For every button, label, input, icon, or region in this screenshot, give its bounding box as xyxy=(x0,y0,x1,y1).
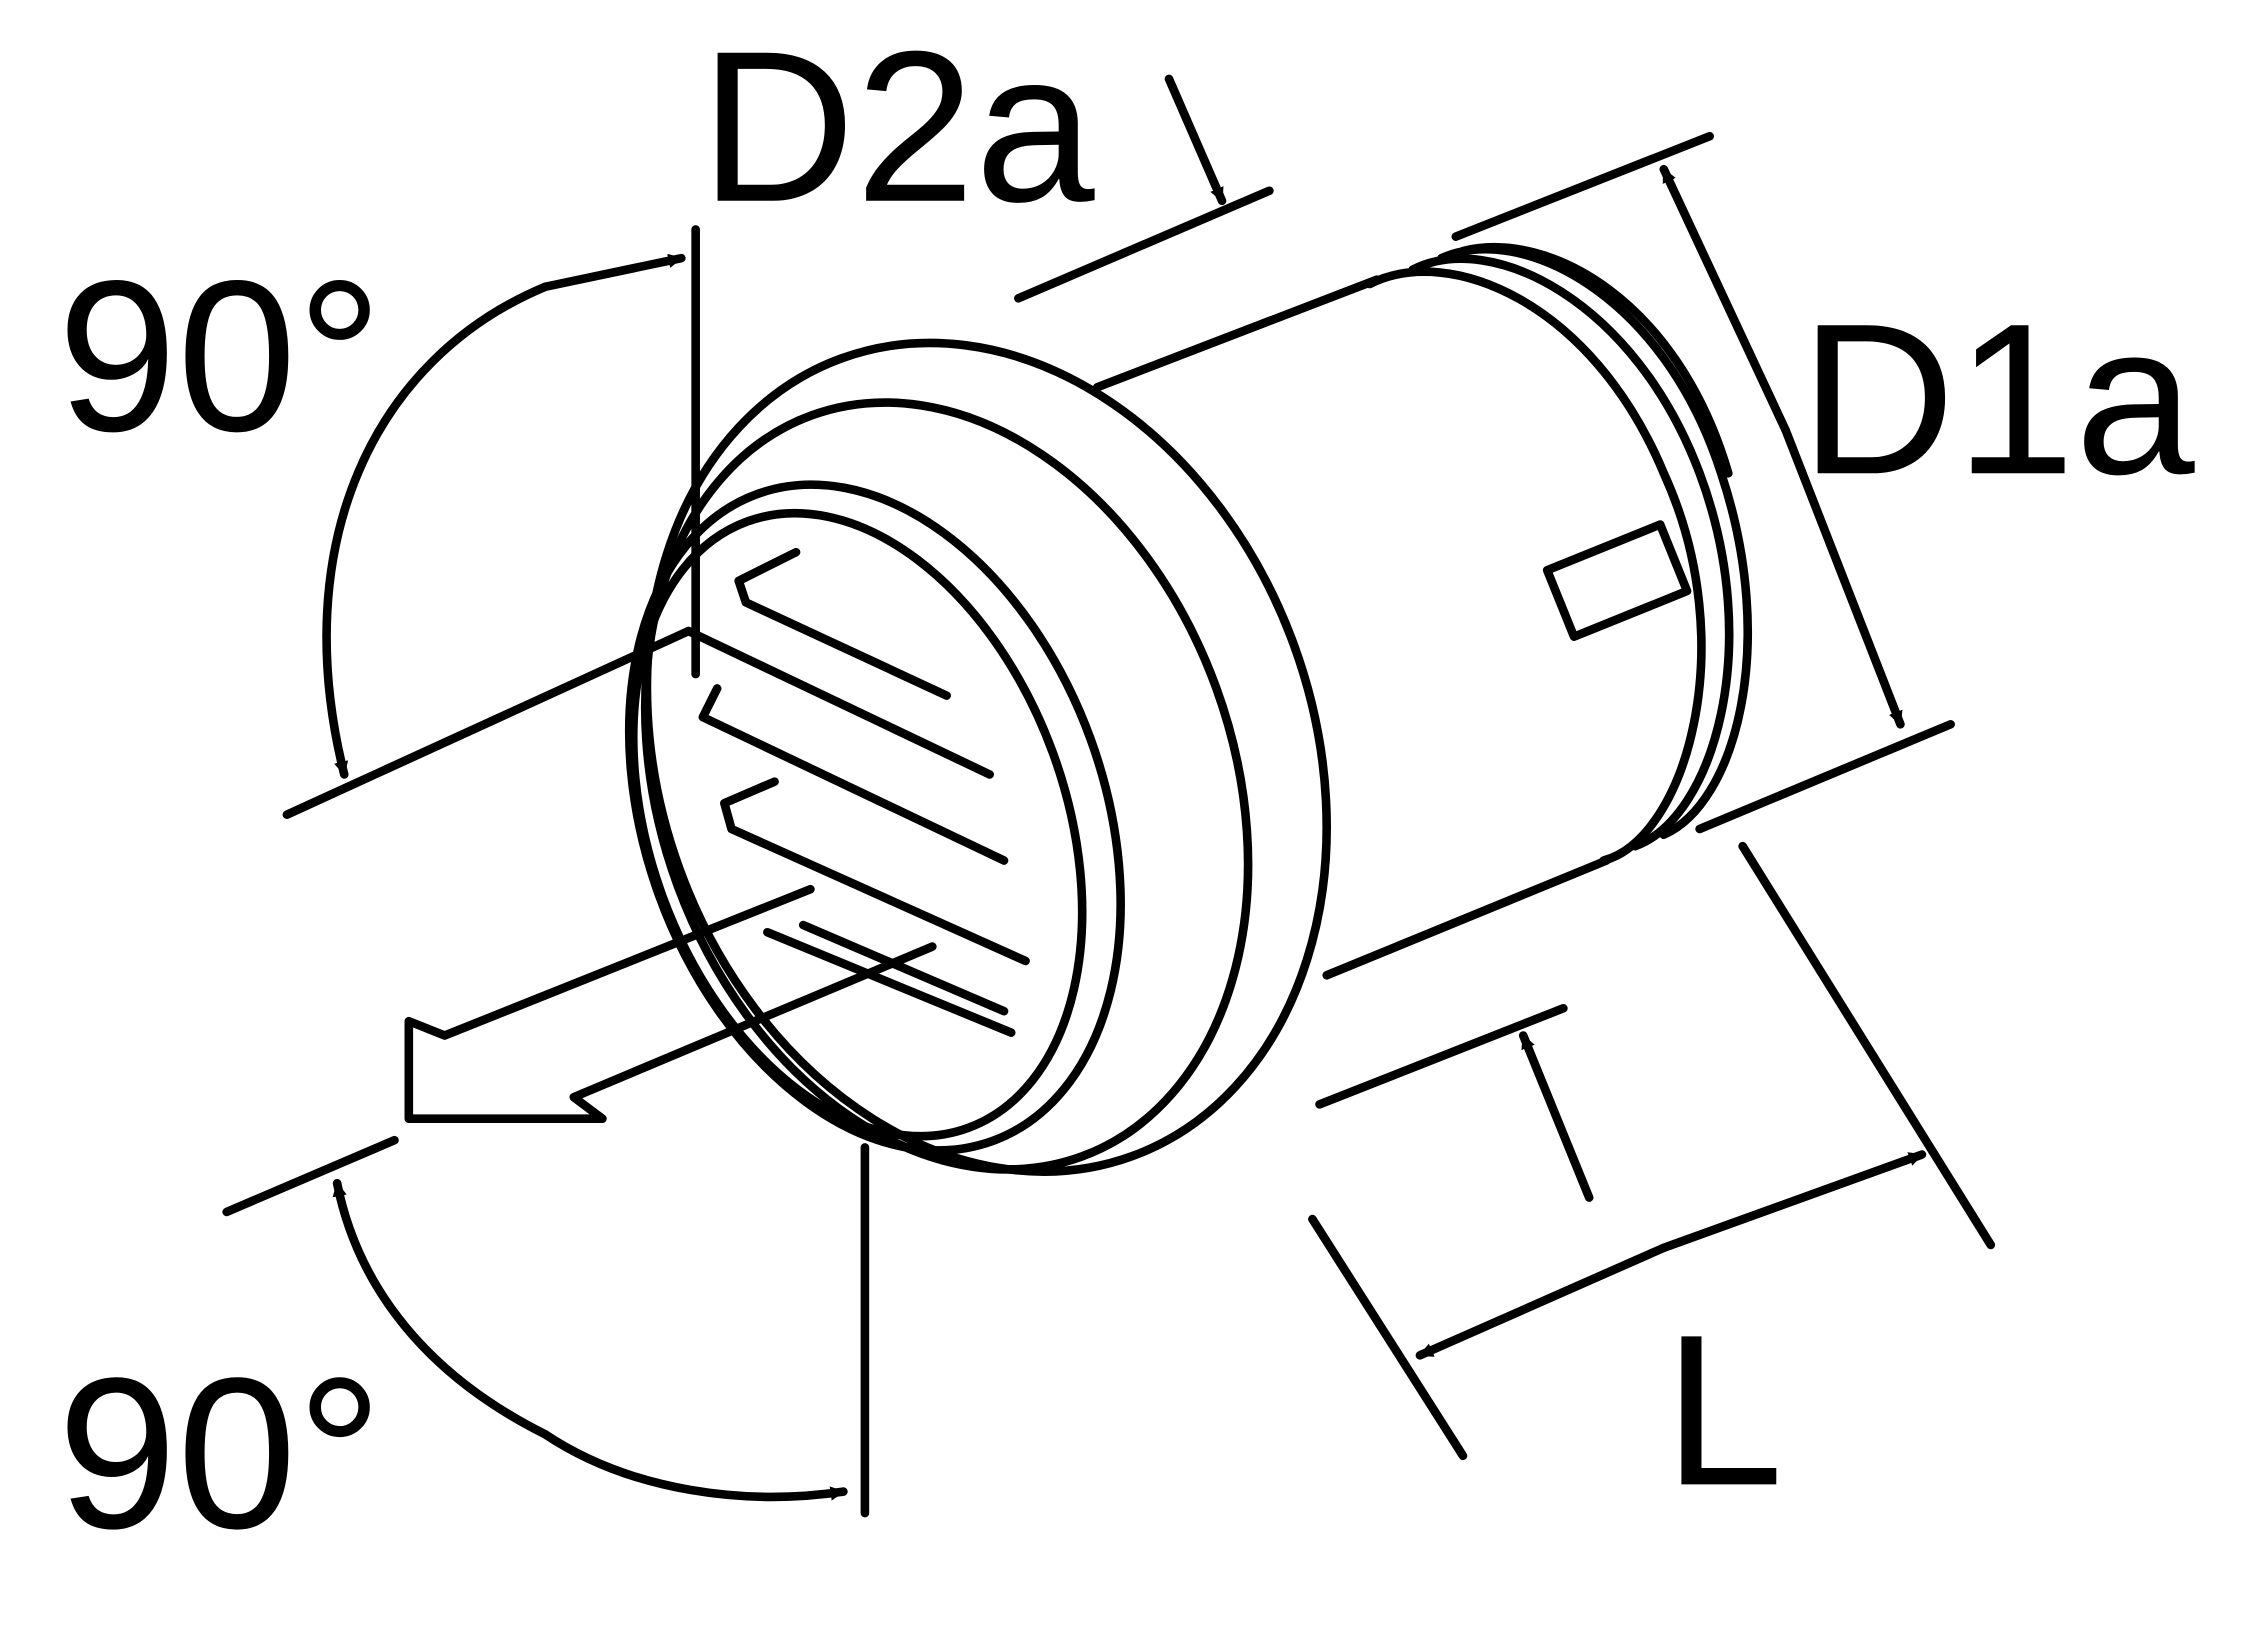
d2a-dimension xyxy=(1014,74,1274,303)
d1a-label: D1a xyxy=(1800,278,2195,519)
grille-louvres xyxy=(684,547,1030,1037)
bottom-angle-dimension xyxy=(222,1135,870,1518)
clip-tab xyxy=(1542,520,1692,641)
length-label: L xyxy=(1664,1289,1784,1530)
d2a-label: D2a xyxy=(700,6,1095,247)
top-angle-dimension xyxy=(282,225,700,819)
airflow-arrow xyxy=(404,884,937,1124)
d1a-dimension xyxy=(1451,131,1955,834)
angle-top-label: 90° xyxy=(57,235,382,476)
front-flange xyxy=(624,338,1331,1176)
cylinder-body xyxy=(1092,243,1753,980)
length-dimension xyxy=(1308,841,1996,1461)
angle-bottom-label: 90° xyxy=(57,1332,382,1573)
